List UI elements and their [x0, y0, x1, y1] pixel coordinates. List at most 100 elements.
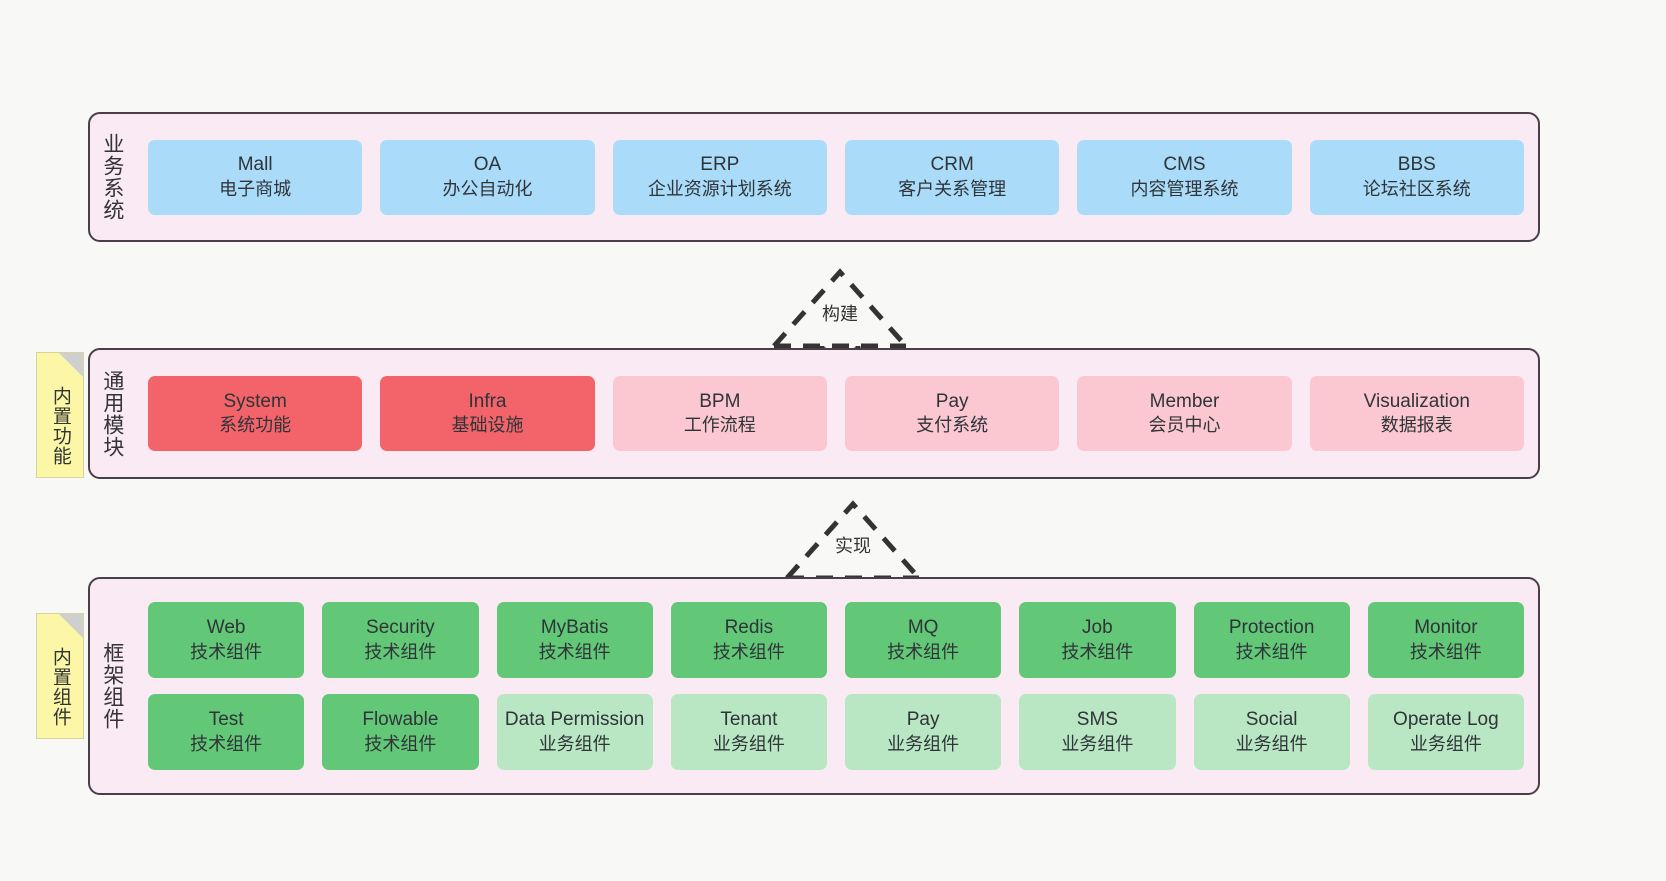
- card-mybatis[interactable]: MyBatis 技术组件: [496, 602, 653, 678]
- card-redis-en: Redis: [724, 617, 774, 639]
- card-infra-cn: 基础设施: [451, 415, 524, 436]
- card-redis[interactable]: Redis 技术组件: [670, 602, 827, 678]
- card-social[interactable]: Social 业务组件: [1193, 694, 1350, 770]
- card-erp[interactable]: ERP 企业资源计划系统: [612, 139, 827, 215]
- card-cms-en: CMS: [1163, 154, 1206, 176]
- note-builtin-features: 内置功能: [36, 352, 84, 478]
- card-bpm-en: BPM: [699, 390, 741, 412]
- card-pay-component-cn: 业务组件: [887, 733, 960, 754]
- card-cms-cn: 内容管理系统: [1130, 178, 1239, 199]
- card-oa-en: OA: [473, 154, 502, 176]
- card-crm-en: CRM: [930, 154, 974, 176]
- card-operate-log-cn: 业务组件: [1409, 733, 1482, 754]
- card-mall-en: Mall: [237, 154, 273, 176]
- card-mall-cn: 电子商城: [219, 178, 292, 199]
- layer-framework-components-body: Web 技术组件 Security 技术组件 MyBatis 技术组件 Redi…: [134, 579, 1538, 793]
- arrow-build-label: 构建: [822, 304, 858, 324]
- card-member-cn: 会员中心: [1148, 415, 1221, 436]
- card-tenant[interactable]: Tenant 业务组件: [670, 694, 827, 770]
- card-social-en: Social: [1245, 709, 1298, 731]
- card-security-cn: 技术组件: [364, 641, 437, 662]
- layer-framework-components-title: 框架组件: [100, 642, 124, 730]
- card-job-en: Job: [1082, 617, 1113, 639]
- card-test[interactable]: Test 技术组件: [148, 694, 305, 770]
- business-systems-row: Mall 电子商城 OA 办公自动化 ERP 企业资源计划系统 CRM 客户关系…: [148, 139, 1524, 215]
- card-pay-module[interactable]: Pay 支付系统: [844, 376, 1060, 451]
- card-member[interactable]: Member 会员中心: [1077, 376, 1292, 451]
- card-mq[interactable]: MQ 技术组件: [845, 602, 1002, 678]
- card-bbs-cn: 论坛社区系统: [1362, 178, 1471, 199]
- card-sms-cn: 业务组件: [1061, 733, 1134, 754]
- card-erp-en: ERP: [700, 154, 740, 176]
- layer-framework-components: 框架组件 Web 技术组件 Security 技术组件 MyBatis 技术组件…: [88, 577, 1540, 795]
- card-monitor[interactable]: Monitor 技术组件: [1367, 602, 1524, 678]
- card-social-cn: 业务组件: [1235, 733, 1308, 754]
- card-mq-en: MQ: [907, 617, 939, 639]
- card-infra-en: Infra: [468, 390, 507, 412]
- card-system[interactable]: System 系统功能: [148, 376, 363, 451]
- arrow-build: 构建: [760, 258, 920, 354]
- note-builtin-components-label: 内置组件: [49, 647, 71, 727]
- card-pay-component-en: Pay: [906, 709, 940, 731]
- card-sms-en: SMS: [1076, 709, 1118, 731]
- card-system-en: System: [223, 390, 287, 412]
- card-visualization[interactable]: Visualization 数据报表: [1309, 376, 1524, 451]
- card-cms[interactable]: CMS 内容管理系统: [1077, 139, 1292, 215]
- card-infra[interactable]: Infra 基础设施: [380, 376, 595, 451]
- common-modules-row: System 系统功能 Infra 基础设施 BPM 工作流程 Pay 支付系统…: [148, 376, 1524, 451]
- card-mybatis-cn: 技术组件: [538, 641, 611, 662]
- card-pay-component[interactable]: Pay 业务组件: [845, 694, 1002, 770]
- framework-tech-row: Web 技术组件 Security 技术组件 MyBatis 技术组件 Redi…: [148, 602, 1524, 678]
- card-crm[interactable]: CRM 客户关系管理: [844, 139, 1060, 215]
- card-crm-cn: 客户关系管理: [898, 178, 1007, 199]
- layer-common-modules-title: 通用模块: [100, 369, 124, 458]
- card-web[interactable]: Web 技术组件: [148, 602, 305, 678]
- framework-business-row: Test 技术组件 Flowable 技术组件 Data Permission …: [148, 694, 1524, 770]
- card-protection-en: Protection: [1228, 617, 1315, 639]
- layer-business-systems-title: 业务系统: [100, 133, 124, 221]
- card-operate-log[interactable]: Operate Log 业务组件: [1367, 694, 1524, 770]
- card-erp-cn: 企业资源计划系统: [647, 178, 792, 199]
- layer-business-systems: 业务系统 Mall 电子商城 OA 办公自动化 ERP 企业资源计划系统 CRM…: [88, 112, 1540, 242]
- card-mybatis-en: MyBatis: [540, 617, 609, 639]
- card-mall[interactable]: Mall 电子商城: [148, 139, 363, 215]
- card-web-cn: 技术组件: [190, 641, 263, 662]
- card-protection-cn: 技术组件: [1235, 641, 1308, 662]
- card-data-permission-en: Data Permission: [504, 709, 645, 731]
- card-data-permission[interactable]: Data Permission 业务组件: [496, 694, 653, 770]
- card-oa-cn: 办公自动化: [442, 178, 533, 199]
- card-flowable-cn: 技术组件: [364, 733, 437, 754]
- card-bbs[interactable]: BBS 论坛社区系统: [1309, 139, 1524, 215]
- card-job[interactable]: Job 技术组件: [1019, 602, 1176, 678]
- note-builtin-features-label: 内置功能: [49, 386, 71, 466]
- arrow-realize-label: 实现: [835, 536, 871, 556]
- card-flowable-en: Flowable: [362, 709, 439, 731]
- card-bpm[interactable]: BPM 工作流程: [612, 376, 827, 451]
- card-redis-cn: 技术组件: [712, 641, 785, 662]
- card-security[interactable]: Security 技术组件: [322, 602, 479, 678]
- card-visualization-en: Visualization: [1363, 390, 1470, 412]
- card-system-cn: 系统功能: [219, 415, 292, 436]
- card-bpm-cn: 工作流程: [683, 415, 756, 436]
- card-security-en: Security: [366, 617, 435, 639]
- card-data-permission-cn: 业务组件: [538, 733, 611, 754]
- card-member-en: Member: [1149, 390, 1220, 412]
- card-bbs-en: BBS: [1397, 154, 1436, 176]
- card-visualization-cn: 数据报表: [1380, 415, 1453, 436]
- card-test-en: Test: [208, 709, 244, 731]
- card-job-cn: 技术组件: [1061, 641, 1134, 662]
- layer-common-modules: 通用模块 System 系统功能 Infra 基础设施 BPM 工作流程 Pay…: [88, 348, 1540, 479]
- layer-common-modules-body: System 系统功能 Infra 基础设施 BPM 工作流程 Pay 支付系统…: [134, 350, 1538, 477]
- card-mq-cn: 技术组件: [887, 641, 960, 662]
- card-flowable[interactable]: Flowable 技术组件: [322, 694, 479, 770]
- card-oa[interactable]: OA 办公自动化: [380, 139, 595, 215]
- card-sms[interactable]: SMS 业务组件: [1019, 694, 1176, 770]
- note-builtin-components: 内置组件: [36, 613, 84, 739]
- layer-business-systems-body: Mall 电子商城 OA 办公自动化 ERP 企业资源计划系统 CRM 客户关系…: [134, 114, 1538, 240]
- card-tenant-en: Tenant: [720, 709, 778, 731]
- card-protection[interactable]: Protection 技术组件: [1193, 602, 1350, 678]
- card-pay-module-en: Pay: [935, 390, 969, 412]
- card-monitor-en: Monitor: [1414, 617, 1478, 639]
- card-pay-module-cn: 支付系统: [916, 415, 989, 436]
